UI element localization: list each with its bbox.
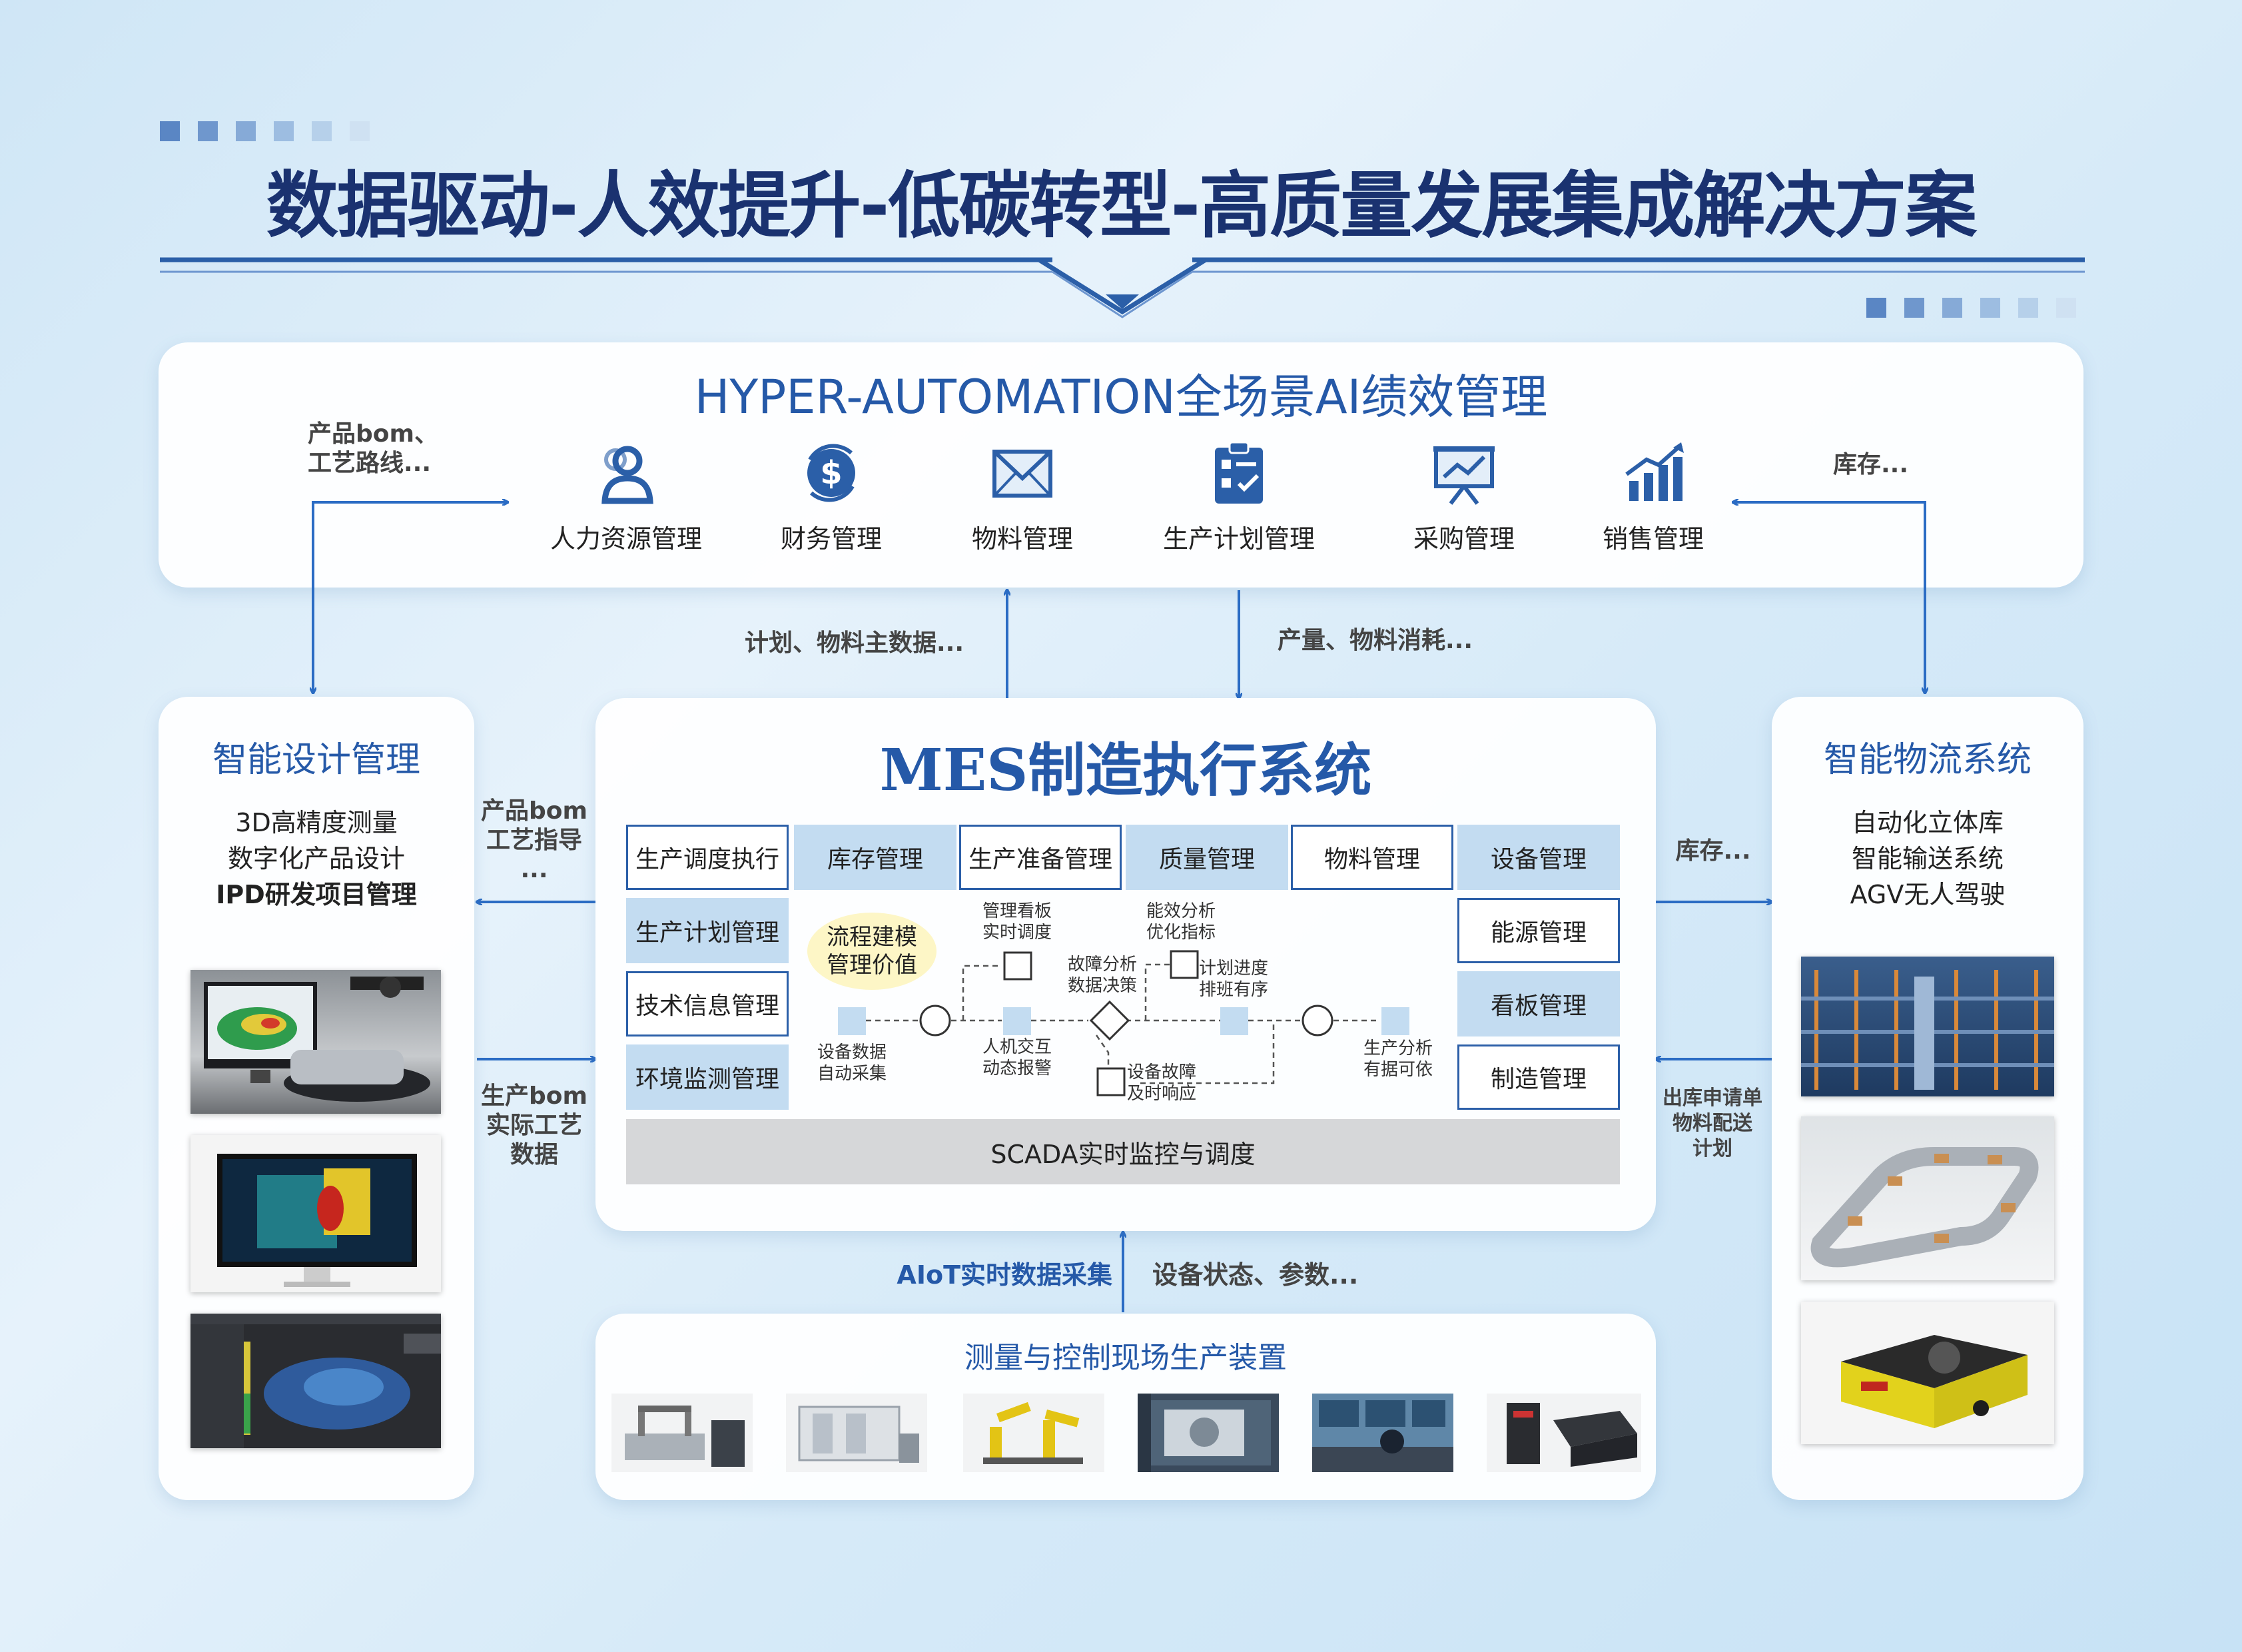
label-equipment-status: 设备状态、参数... <box>1152 1260 1359 1290</box>
flow-label-hmi: 人机交互 动态报警 <box>982 1037 1052 1078</box>
agv-robot-photo <box>1801 1302 2054 1444</box>
growth-chart-icon <box>1625 442 1684 501</box>
erp-item-label: 物料管理 <box>971 524 1073 554</box>
header-decoration-square <box>198 121 218 141</box>
conveyor-system-photo <box>1801 1116 2054 1280</box>
label-outbound-request: 出库申请单 物料配送 计划 <box>1663 1086 1762 1160</box>
erp-item-sales[interactable]: 销售管理 <box>1573 440 1733 555</box>
logistics-feature: 自动化立体库 <box>1851 808 2004 837</box>
page-title: 数据驱动-人效提升-低碳转型-高质量发展集成解决方案 <box>266 165 1977 248</box>
3d-measurement-photo <box>190 970 441 1114</box>
bubble-text: 流程建模 管理价值 <box>827 924 917 979</box>
module-dispatch-execution[interactable]: 生产调度执行 <box>626 825 789 890</box>
erp-item-label: 采购管理 <box>1413 524 1515 554</box>
test-station-photo <box>786 1394 927 1472</box>
design-feature: 数字化产品设计 <box>227 844 405 873</box>
svg-text:$: $ <box>820 454 842 492</box>
flow-label-response: 设备故障 及时响应 <box>1127 1062 1197 1104</box>
label-production-bom-data: 生产bom 实际工艺 数据 <box>481 1082 588 1168</box>
industrial-robots-photo <box>963 1394 1104 1472</box>
label-plan-master-data: 计划、物料主数据... <box>745 629 964 657</box>
erp-item-label: 销售管理 <box>1602 524 1704 554</box>
erp-item-label: 生产计划管理 <box>1162 524 1315 554</box>
flow-label-collect: 设备数据 自动采集 <box>817 1042 887 1084</box>
field-devices-panel <box>595 1314 1656 1500</box>
module-quality[interactable]: 质量管理 <box>1126 825 1288 890</box>
module-manufacturing[interactable]: 制造管理 <box>1457 1044 1620 1110</box>
erp-item-material[interactable]: 物料管理 <box>942 440 1102 555</box>
label-product-bom-guide: 产品bom 工艺指导 ... <box>481 797 588 883</box>
design-feature-list: 3D高精度测量 数字化产品设计 IPD研发项目管理 <box>159 805 474 913</box>
clipboard-check-icon <box>1215 441 1263 504</box>
logistics-title: 智能物流系统 <box>1823 740 2032 780</box>
controller-hardware-photo <box>1487 1394 1641 1472</box>
module-tech-info[interactable]: 技术信息管理 <box>626 971 789 1036</box>
ipd-software-screenshot <box>190 1314 441 1448</box>
module-inventory[interactable]: 库存管理 <box>794 825 956 890</box>
module-equipment[interactable]: 设备管理 <box>1457 825 1620 890</box>
presentation-board-icon <box>1433 446 1495 505</box>
people-icon <box>601 446 653 504</box>
header-decoration-square <box>274 121 294 141</box>
label-output-consumption: 产量、物料消耗... <box>1278 627 1473 654</box>
erp-item-finance[interactable]: $ 财务管理 <box>751 440 911 555</box>
header-decoration-square <box>1866 298 1886 318</box>
logistics-feature: 智能输送系统 <box>1851 844 2004 873</box>
control-room-photo <box>1312 1394 1453 1472</box>
erp-item-label: 人力资源管理 <box>550 524 702 554</box>
design-title: 智能设计管理 <box>212 740 420 780</box>
digital-design-photo <box>190 1135 441 1292</box>
header-decoration-square <box>312 121 332 141</box>
header-decoration-square <box>160 121 180 141</box>
cmm-machine-photo <box>611 1394 753 1472</box>
flow-label-board: 管理看板 实时调度 <box>982 901 1052 943</box>
cnc-machine-photo <box>1138 1394 1279 1472</box>
scada-label: SCADA实时监控与调度 <box>990 1139 1256 1169</box>
erp-title: HYPER-AUTOMATION全场景AI绩效管理 <box>694 370 1548 424</box>
module-production-plan[interactable]: 生产计划管理 <box>626 898 789 963</box>
flow-label-fault: 故障分析 数据决策 <box>1067 955 1137 996</box>
automated-warehouse-photo <box>1801 957 2054 1096</box>
header-decoration-square <box>350 121 370 141</box>
logistics-feature: AGV无人驾驶 <box>1850 880 2006 909</box>
flow-label-kpi: 能效分析 优化指标 <box>1146 901 1216 943</box>
module-kanban[interactable]: 看板管理 <box>1457 971 1620 1036</box>
module-environment-monitoring[interactable]: 环境监测管理 <box>626 1044 789 1110</box>
label-inventory-top: 库存... <box>1833 451 1909 478</box>
erp-panel <box>159 342 2083 588</box>
header-decoration-square <box>1980 298 2000 318</box>
header-decoration-square <box>1942 298 1962 318</box>
mes-title: MES制造执行系统 <box>879 737 1372 804</box>
erp-item-plan[interactable]: 生产计划管理 <box>1159 440 1319 555</box>
envelope-icon <box>992 450 1052 498</box>
erp-item-hr[interactable]: 人力资源管理 <box>546 440 706 555</box>
field-title: 测量与控制现场生产装置 <box>964 1341 1287 1375</box>
erp-item-purchase[interactable]: 采购管理 <box>1384 440 1544 555</box>
module-production-prep[interactable]: 生产准备管理 <box>959 825 1122 890</box>
header-decoration-square <box>2018 298 2038 318</box>
design-feature: IPD研发项目管理 <box>216 880 417 909</box>
module-energy[interactable]: 能源管理 <box>1457 898 1620 963</box>
design-feature: 3D高精度测量 <box>235 808 398 837</box>
process-modeling-bubble: 流程建模 管理价值 <box>807 913 936 990</box>
label-inventory-logistics: 库存... <box>1675 837 1751 865</box>
label-bom-route: 产品bom、 工艺路线... <box>308 420 439 477</box>
flow-label-plan: 计划进度 排班有序 <box>1199 959 1269 1000</box>
module-material[interactable]: 物料管理 <box>1291 825 1453 890</box>
erp-item-label: 财务管理 <box>780 524 882 554</box>
scada-bar[interactable]: SCADA实时监控与调度 <box>626 1119 1620 1184</box>
header-divider <box>160 257 2085 318</box>
header-decoration-square <box>1904 298 1924 318</box>
dollar-cycle-icon: $ <box>807 444 855 502</box>
flow-label-analysis: 生产分析 有据可依 <box>1363 1038 1433 1080</box>
label-aiot-collection: AIoT实时数据采集 <box>897 1260 1112 1290</box>
header-decoration-square <box>2056 298 2076 318</box>
logistics-feature-list: 自动化立体库 智能输送系统 AGV无人驾驶 <box>1772 805 2083 913</box>
header-decoration-square <box>236 121 256 141</box>
